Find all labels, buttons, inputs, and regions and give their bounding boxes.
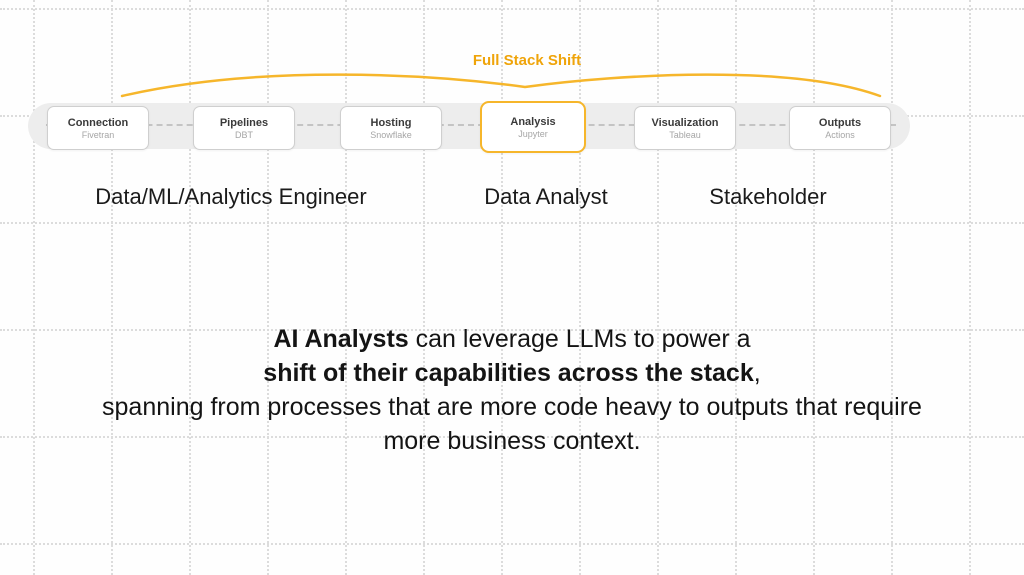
box-title: Connection: [67, 116, 129, 129]
box-subtitle: Actions: [825, 129, 855, 140]
stack-box-visualization: Visualization Tableau: [634, 106, 736, 150]
stack-box-hosting: Hosting Snowflake: [340, 106, 442, 150]
box-title: Outputs: [818, 116, 862, 129]
stack-box-connection: Connection Fivetran: [47, 106, 149, 150]
role-label-stakeholder: Stakeholder: [709, 184, 827, 209]
box-subtitle: DBT: [235, 129, 253, 140]
box-subtitle: Snowflake: [370, 129, 412, 140]
role-label-data-analyst: Data Analyst: [484, 184, 608, 209]
box-subtitle: Tableau: [669, 129, 701, 140]
box-title: Hosting: [370, 116, 412, 129]
caption-line-2: shift of their capabilities across the s…: [0, 356, 1024, 390]
box-subtitle: Fivetran: [81, 129, 115, 140]
stack-box-analysis: Analysis Jupyter: [480, 101, 586, 153]
stack-box-pipelines: Pipelines DBT: [193, 106, 295, 150]
stack-band: [28, 103, 910, 149]
caption-paragraph: AI Analysts can leverage LLMs to power a…: [0, 322, 1024, 458]
caption-line-2-rest: ,: [753, 359, 761, 387]
caption-line-1: AI Analysts can leverage LLMs to power a: [0, 322, 1024, 356]
caption-line-4: more business context.: [383, 427, 641, 455]
caption-line-3: spanning from processes that are more co…: [102, 393, 922, 421]
caption-line-1-bold: AI Analysts: [273, 325, 409, 353]
full-stack-shift-brace: [120, 73, 882, 98]
stack-box-outputs: Outputs Actions: [789, 106, 891, 150]
role-label-engineer: Data/ML/Analytics Engineer: [95, 184, 367, 209]
caption-line-2-bold: shift of their capabilities across the s…: [263, 359, 754, 387]
box-subtitle: Jupyter: [518, 128, 548, 139]
brace-label: Full Stack Shift: [472, 52, 582, 69]
box-title: Pipelines: [219, 116, 269, 129]
caption-line-1-rest: can leverage LLMs to power a: [408, 325, 751, 353]
box-title: Visualization: [651, 116, 719, 129]
box-title: Analysis: [510, 115, 556, 128]
stack-dashed-connector: [46, 124, 896, 126]
